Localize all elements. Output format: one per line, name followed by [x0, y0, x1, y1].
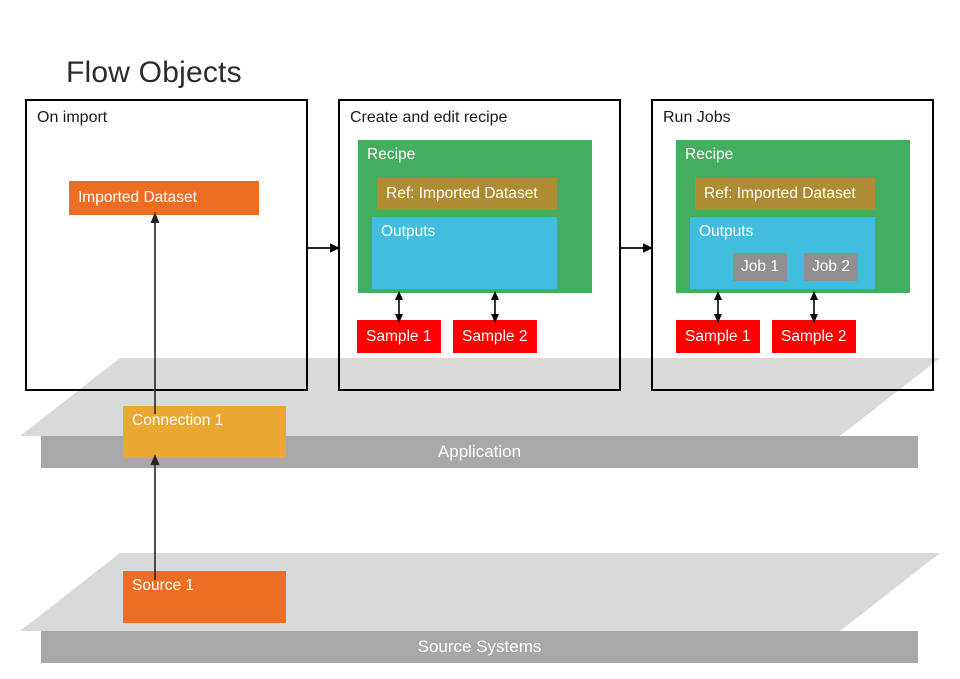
source-1-label: Source 1: [132, 577, 195, 594]
connector-stage1-to-stage2: [306, 239, 342, 257]
recipe-label-jobs: Recipe: [685, 146, 734, 163]
connector-recipe-jobs-sample-1: [710, 291, 726, 323]
stage-label-run-jobs: Run Jobs: [663, 109, 731, 126]
connection-1-label: Connection 1: [132, 412, 224, 429]
source-systems-platform-label: Source Systems: [417, 637, 542, 656]
job-2-block[interactable]: Job 2: [804, 253, 858, 281]
outputs-block-create[interactable]: Outputs: [372, 217, 557, 289]
recipe-label-create: Recipe: [367, 146, 416, 163]
connector-recipe-create-sample-1: [391, 291, 407, 323]
stage-panel-on-import[interactable]: On import: [25, 99, 308, 391]
stage-panel-run-jobs[interactable]: Run Jobs: [651, 99, 934, 391]
sample-1-label-jobs: Sample 1: [685, 327, 751, 345]
imported-dataset-label: Imported Dataset: [78, 189, 197, 206]
stage-panel-create-edit-recipe[interactable]: Create and edit recipe: [338, 99, 621, 391]
sample-1-label-create: Sample 1: [366, 327, 432, 345]
connector-recipe-jobs-sample-2: [806, 291, 822, 323]
connector-source1-to-connection1: [140, 450, 170, 580]
job-1-label: Job 1: [741, 258, 779, 275]
stage-label-on-import: On import: [37, 109, 108, 126]
page-title: Flow Objects: [66, 56, 242, 89]
job-1-block[interactable]: Job 1: [733, 253, 787, 281]
ref-imported-dataset-block-create[interactable]: Ref: Imported Dataset: [377, 178, 557, 210]
ref-imported-dataset-block-jobs[interactable]: Ref: Imported Dataset: [695, 178, 875, 210]
connector-stage2-to-stage3: [619, 239, 655, 257]
sample-2-label-create: Sample 2: [462, 327, 528, 345]
sample-2-label-jobs: Sample 2: [781, 327, 847, 345]
source-systems-slab-front-face: Source Systems: [41, 631, 918, 663]
source-1-block[interactable]: Source 1: [123, 571, 286, 623]
job-2-label: Job 2: [812, 258, 850, 275]
imported-dataset-block[interactable]: Imported Dataset: [69, 181, 259, 215]
outputs-label-create: Outputs: [381, 223, 436, 240]
sample-2-block-jobs[interactable]: Sample 2: [772, 320, 856, 353]
ref-imported-dataset-label-create: Ref: Imported Dataset: [386, 185, 538, 202]
connection-1-block[interactable]: Connection 1: [123, 406, 286, 458]
stage-label-create-edit-recipe: Create and edit recipe: [350, 109, 508, 126]
sample-2-block-create[interactable]: Sample 2: [453, 320, 537, 353]
sample-1-block-create[interactable]: Sample 1: [357, 320, 441, 353]
connector-connection1-to-imported-dataset: [140, 208, 170, 414]
outputs-label-jobs: Outputs: [699, 223, 754, 240]
connector-recipe-create-sample-2: [487, 291, 503, 323]
application-platform-label: Application: [437, 442, 522, 461]
sample-1-block-jobs[interactable]: Sample 1: [676, 320, 760, 353]
ref-imported-dataset-label-jobs: Ref: Imported Dataset: [704, 185, 856, 202]
